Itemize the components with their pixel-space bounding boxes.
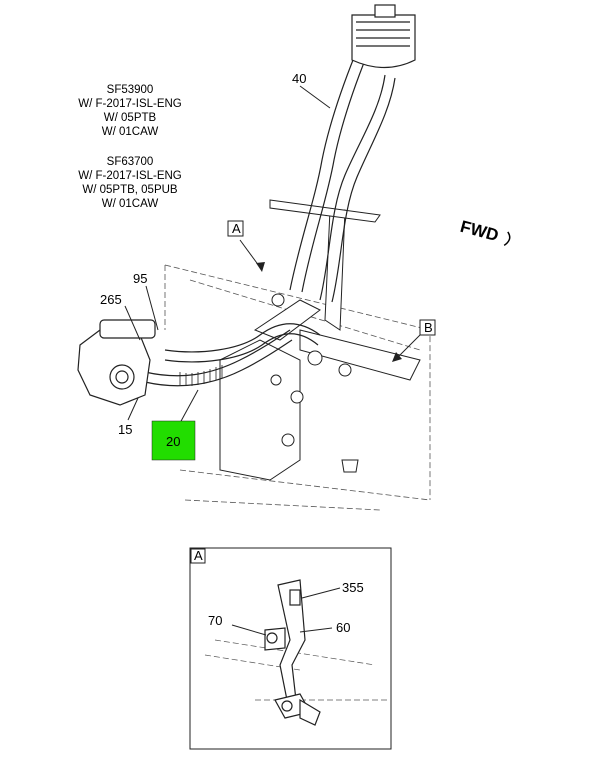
detail-a-tag (190, 548, 206, 564)
fuel-pump (77, 319, 156, 406)
callout-355: 355 (342, 580, 364, 595)
callout-20-highlight (151, 420, 196, 461)
mounting-plate (219, 199, 421, 481)
forward-indicator: FWD (458, 217, 511, 247)
fwd-arrow-icon (503, 231, 511, 247)
detail-a-leaders (231, 587, 341, 636)
view-box-b (419, 319, 436, 336)
detail-a-bracket (264, 579, 321, 726)
callout-40: 40 (292, 71, 306, 86)
callout-70: 70 (208, 613, 222, 628)
callout-20: 20 (166, 434, 180, 449)
note-line: W/ 05PTB, 05PUB (82, 184, 178, 196)
detail-a-label: A (194, 548, 203, 563)
note-line: SF63700 (106, 156, 154, 168)
arrowhead-a (256, 262, 265, 272)
hose-40 (289, 54, 396, 303)
note-line: W/ 01CAW (101, 126, 159, 138)
note-line: SF53900 (106, 84, 154, 96)
note-line: W/ F-2017-ISL-ENG (78, 98, 182, 110)
note-sf53900: SF53900 W/ F-2017-ISL-ENG W/ 05PTB W/ 01… (70, 83, 190, 139)
ribbed-hose-section (179, 365, 223, 386)
fittings (270, 293, 359, 473)
view-label-a: A (232, 221, 241, 236)
view-label-b: B (424, 320, 433, 335)
note-sf63700: SF63700 W/ F-2017-ISL-ENG W/ 05PTB, 05PU… (70, 155, 190, 211)
note-line: W/ F-2017-ISL-ENG (78, 170, 182, 182)
callout-265: 265 (100, 292, 122, 307)
arrowhead-b (392, 352, 402, 362)
note-line: W/ 01CAW (101, 198, 159, 210)
hose-20 (144, 323, 321, 387)
callout-60: 60 (336, 620, 350, 635)
callout-95: 95 (133, 271, 147, 286)
note-line: W/ 05PTB (103, 112, 157, 124)
filter-canister (351, 4, 416, 69)
view-box-a (227, 220, 244, 237)
fwd-label: FWD (458, 217, 500, 245)
callout-15: 15 (118, 422, 132, 437)
